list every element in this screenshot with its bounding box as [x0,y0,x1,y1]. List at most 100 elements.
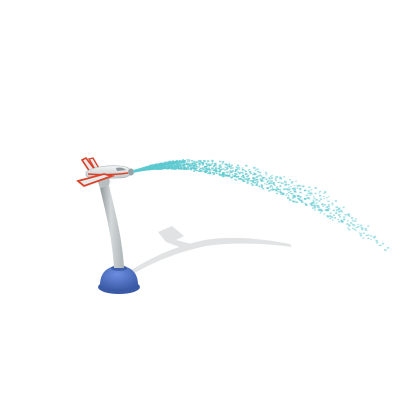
water-droplet [332,209,336,212]
water-droplet [253,172,255,174]
water-droplet [362,237,365,239]
water-droplet [258,185,261,187]
water-droplet [338,221,341,223]
water-droplet [234,173,237,175]
water-droplet [205,162,208,165]
water-droplet [214,169,218,172]
water-droplet [191,162,194,164]
water-droplet [258,171,262,174]
water-droplet [231,173,234,175]
water-droplet [292,188,294,190]
water-droplet [323,196,325,198]
water-droplet [224,169,227,171]
water-droplet [176,166,179,168]
water-droplet [178,160,181,162]
water-droplet [351,219,354,222]
water-droplet [228,162,230,164]
water-droplet [260,186,263,188]
water-droplet [221,174,224,177]
water-droplet [328,215,332,217]
water-droplet [341,211,344,213]
water-droplet [198,169,201,171]
water-droplet [208,165,210,167]
water-droplet [358,232,361,234]
water-droplet [242,180,245,182]
water-droplet [193,164,196,167]
water-droplet [318,209,321,212]
water-droplet [273,184,276,186]
water-droplet [230,176,232,178]
water-droplet [339,214,341,216]
water-droplet [333,217,336,219]
water-droplet [286,193,289,195]
water-droplet [370,238,372,240]
water-droplet [279,176,282,178]
water-droplet [290,192,292,194]
water-droplet [237,171,240,174]
water-droplet [324,209,328,211]
water-droplet [189,167,192,169]
water-droplet [313,196,315,197]
water-droplet [201,168,203,170]
water-droplet [282,193,285,196]
water-droplet [333,214,335,216]
water-droplet [218,173,221,175]
water-droplet [314,192,317,195]
water-droplet [207,160,210,162]
water-droplet [170,165,173,167]
water-droplet [314,206,317,209]
water-droplet [384,249,387,251]
water-droplet [353,224,356,226]
water-droplet [223,172,226,174]
water-droplet [270,175,272,177]
water-droplet [290,182,294,184]
water-droplet [296,197,299,200]
water-droplet [293,188,296,191]
water-droplet [211,159,214,162]
water-droplet [152,168,156,170]
water-droplet [185,168,189,170]
water-droplet [278,181,280,183]
water-droplet [249,171,252,173]
water-droplet [210,164,213,166]
water-droplet [261,177,264,179]
water-droplet [218,174,222,176]
water-droplet [326,215,330,218]
water-droplet [224,166,227,168]
water-droplet [190,165,193,167]
water-droplet [215,171,217,172]
water-droplet [196,170,198,172]
water-droplet [156,167,159,169]
water-droplet [143,169,146,171]
water-droplet [248,169,251,171]
water-droplet [186,164,188,166]
water-droplet [199,168,201,170]
water-droplet [303,190,306,192]
water-droplet [183,167,186,169]
water-droplet [231,176,233,179]
water-droplet [299,200,302,202]
water-droplet [380,244,382,246]
sprayer-base [98,265,140,294]
water-droplet [288,191,290,193]
water-droplet [205,168,209,170]
water-droplet [265,172,268,174]
water-droplet [250,183,253,185]
water-droplet [161,166,164,168]
water-droplet [307,190,310,192]
water-droplet [209,169,212,171]
water-droplet [360,233,363,235]
water-droplet [315,187,318,189]
water-droplet [236,176,239,178]
water-droplet [290,185,292,187]
water-droplet [310,192,312,194]
water-droplet [208,171,212,174]
water-droplet [293,200,296,203]
water-droplet [260,175,263,177]
water-droplet [187,167,190,169]
water-droplet [274,178,277,180]
water-droplet [249,180,252,182]
water-droplet [326,209,329,212]
water-droplet [251,177,255,179]
water-droplet [192,166,195,168]
